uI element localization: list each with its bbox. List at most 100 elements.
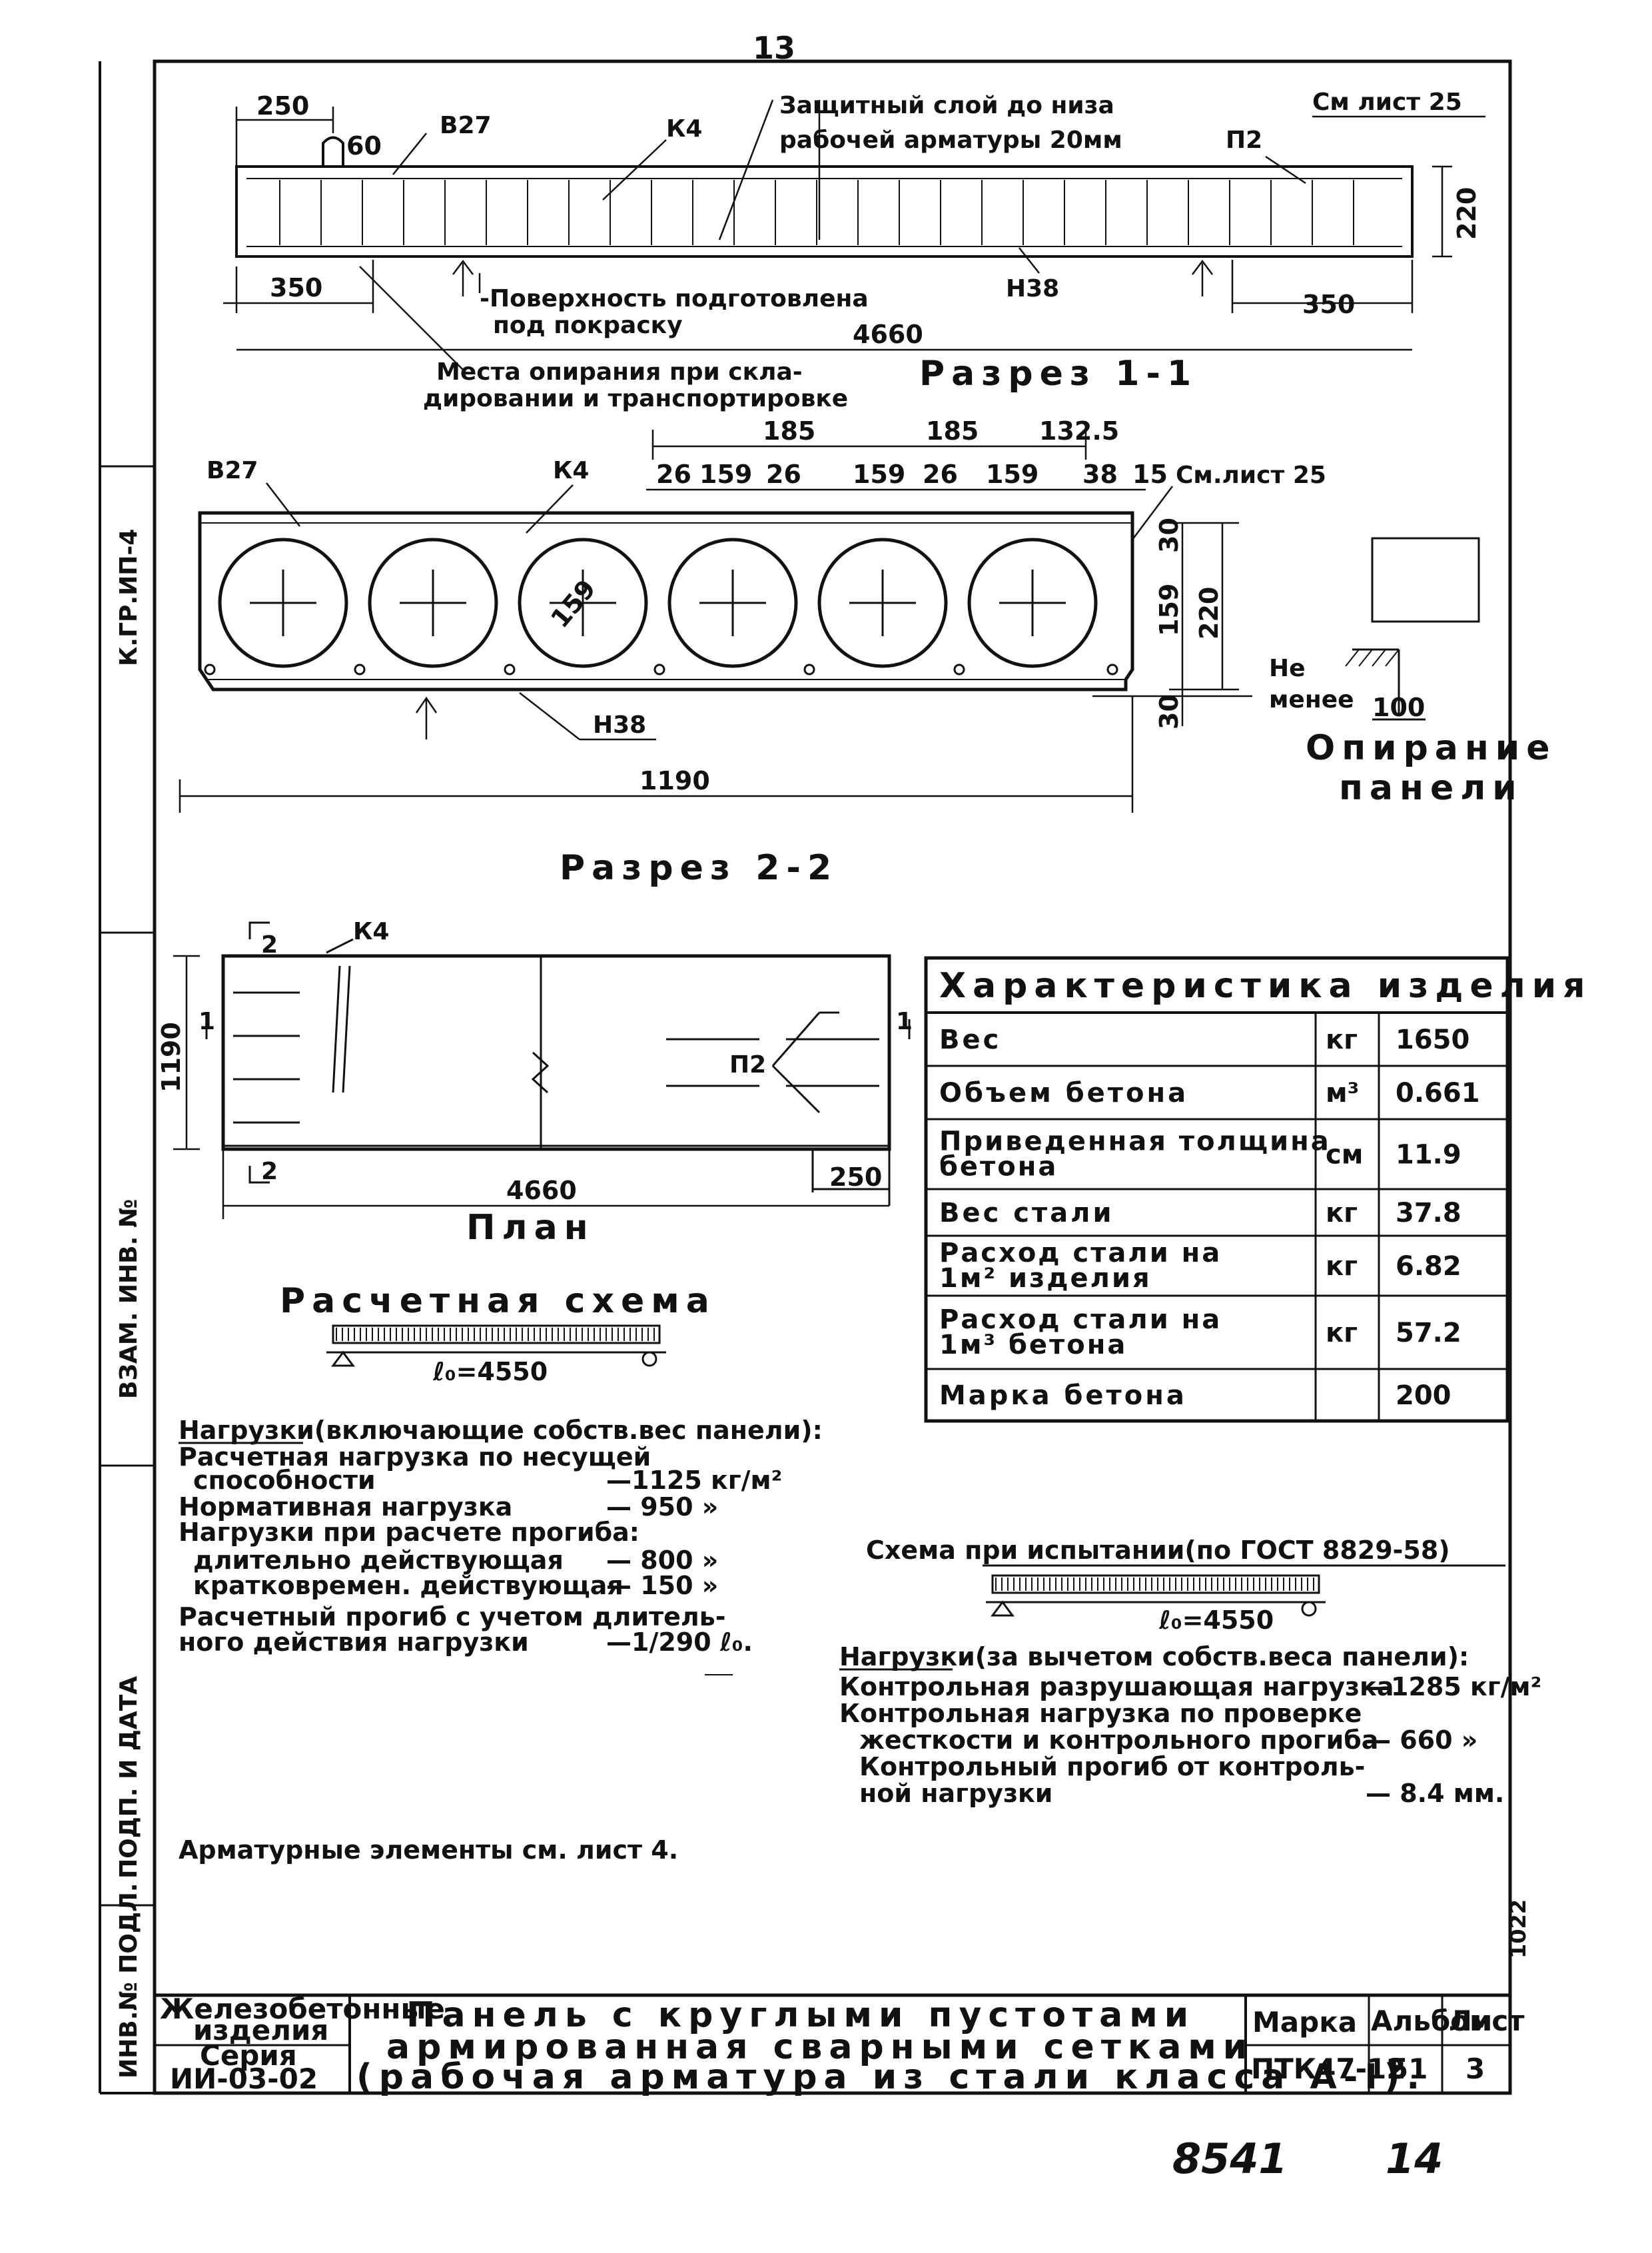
table-row-unit: кг	[1326, 1318, 1358, 1348]
table-row-value: 11.9	[1396, 1140, 1461, 1170]
design-load-label: способности	[193, 1466, 376, 1495]
elev-label-h38: Н38	[1006, 275, 1059, 302]
table-row-name: Объем бетона	[939, 1078, 1188, 1109]
section2-title: Разрез 2-2	[560, 848, 838, 888]
elev-support-dim-right: 350	[1302, 290, 1355, 319]
design-load-label: ного действия нагрузки	[179, 1627, 529, 1657]
table-row-value: 37.8	[1396, 1198, 1461, 1228]
support-min-value: 100	[1372, 693, 1425, 722]
support-min-note-1: Не	[1269, 655, 1306, 682]
s1-side-30-top: 30	[1154, 518, 1184, 553]
elev-cover-note-2: рабочей арматуры 20мм	[779, 127, 1122, 154]
test-load-label: жесткости и контрольного прогиба	[859, 1725, 1378, 1755]
test-load-value: — 8.4 мм.	[1366, 1779, 1504, 1808]
design-loads-title: Нагрузки(включающие собств.вес панели):	[179, 1416, 823, 1445]
rebar-dot	[653, 664, 665, 676]
table-row-unit: кг	[1326, 1198, 1358, 1228]
s1-dim-132-5: 132.5	[1039, 416, 1119, 446]
design-load-label: Расчетный прогиб с учетом длитель-	[179, 1602, 726, 1631]
elev-cover-note-1: Защитный слой до низа	[779, 92, 1114, 119]
elev-label-b27: В27	[440, 112, 492, 139]
tb-value-mark: ПТК47-12	[1251, 2052, 1406, 2085]
plan-width-1190: 1190	[157, 1022, 186, 1093]
handwritten-number-2: 14	[1386, 2134, 1443, 2183]
s1-label-b27: В27	[206, 457, 258, 484]
plan-cut-1-left: 1	[199, 1008, 215, 1035]
test-load-value: — 660 »	[1366, 1725, 1477, 1755]
s1-height-220: 220	[1194, 587, 1224, 640]
elev-support-note-2: дировании и транспортировке	[423, 385, 848, 412]
tb-header-sheet: Лист	[1449, 2005, 1525, 2037]
plan-cut-1-right: 1	[896, 1008, 913, 1035]
plan-cut-2-top: 2	[261, 931, 278, 959]
plan-cut-2-bot: 2	[261, 1158, 278, 1185]
table-row-name: Вес	[939, 1025, 1001, 1055]
design-reinf-note: Арматурные элементы см. лист 4.	[179, 1835, 678, 1865]
design-load-value: — 150 »	[606, 1571, 718, 1600]
s1-top-dim: 38	[1082, 460, 1118, 489]
plan-view: 2 2 1 1 К4 П2 1190 4660 250 План	[157, 918, 913, 1248]
rebar-dot	[504, 664, 516, 676]
test-scheme-span: ℓ₀=4550	[1158, 1605, 1274, 1635]
table-row-name: Вес стали	[939, 1198, 1114, 1228]
table-title: Характеристика изделия	[939, 966, 1592, 1006]
void-circle	[368, 538, 498, 668]
s1-label-k4: К4	[553, 457, 589, 484]
s1-top-dim: 26	[656, 460, 691, 489]
page-number: 13	[753, 30, 795, 66]
tb-left-bottom-1: Серия	[200, 2039, 297, 2072]
tb-value-sheet: 3	[1465, 2052, 1485, 2085]
title-block: Железобетонные изделия Серия ИИ-03-02 Па…	[153, 1993, 1525, 2097]
design-load-label: Нормативная нагрузка	[179, 1492, 512, 1522]
design-load-label: длительно действующая	[193, 1546, 564, 1575]
tb-header-album: Альбом	[1371, 2005, 1492, 2037]
s1-top-dim: 159	[986, 460, 1038, 489]
tb-title-line-3: (рабочая арматура из стали класса А-I).	[356, 2057, 1426, 2097]
plan-length-4660: 4660	[506, 1176, 577, 1205]
void-circle	[967, 538, 1098, 668]
s1-top-dim: 15	[1132, 460, 1168, 489]
elev-length-4660: 4660	[853, 320, 923, 349]
table-row-value: 200	[1396, 1380, 1451, 1411]
table-row-name: бетона	[939, 1152, 1058, 1182]
test-load-label: Контрольная нагрузка по проверке	[839, 1699, 1362, 1728]
rebar-dot	[953, 664, 965, 676]
design-load-value: — 800 »	[606, 1546, 718, 1575]
stamp-text-4: К.ГР.ИП-4	[115, 529, 143, 666]
elev-support-note-1: Места опирания при скла-	[436, 358, 803, 386]
elev-height-220: 220	[1452, 187, 1481, 240]
s1-top-dim: 26	[923, 460, 958, 489]
stamp-text-3: ВЗАМ. ИНВ. №	[115, 1199, 143, 1399]
design-scheme-title: Расчетная схема	[280, 1281, 716, 1321]
test-scheme-title: Схема при испытании(по ГОСТ 8829-58)	[866, 1536, 1450, 1565]
design-scheme: Расчетная схема ℓ₀=4550 Нагрузки(включаю…	[179, 1281, 823, 1865]
table-row-unit: кг	[1326, 1251, 1358, 1282]
table-row-value: 6.82	[1396, 1251, 1461, 1282]
elev-label-p2: П2	[1226, 127, 1262, 154]
rebar-dot	[354, 664, 366, 676]
support-title-2: панели	[1339, 768, 1523, 808]
design-load-label: Нагрузки при расчете прогиба:	[179, 1518, 639, 1547]
stamp-text-2: ПОДП. И ДАТА	[115, 1676, 143, 1879]
tb-left-top-1: Железобетонные	[160, 1993, 445, 2025]
support-min-note-2: менее	[1269, 686, 1354, 713]
void-circle	[518, 538, 648, 668]
s1-label-h38: Н38	[593, 711, 646, 739]
top-elevation: 250 60 В27 К4 Защитный слой до низа рабо…	[223, 89, 1485, 412]
test-loads-title: Нагрузки(за вычетом собств.веса панели):	[839, 1642, 1469, 1671]
table-row-name: Марка бетона	[939, 1380, 1187, 1411]
plan-label-k4: К4	[353, 918, 389, 945]
tb-header-mark: Марка	[1252, 2006, 1357, 2038]
table-row-name: 1м² изделия	[939, 1263, 1152, 1294]
s1-side-159: 159	[1154, 584, 1184, 636]
elev-label-k4: К4	[666, 115, 702, 143]
rebar-dot	[204, 664, 216, 676]
elev-support-dim-left: 350	[270, 273, 322, 302]
table-row-value: 57.2	[1396, 1318, 1461, 1348]
s1-label-ref: См.лист 25	[1176, 462, 1326, 489]
table-row-value: 0.661	[1396, 1078, 1480, 1109]
design-load-value: —1/290 ℓ₀.	[606, 1627, 753, 1657]
